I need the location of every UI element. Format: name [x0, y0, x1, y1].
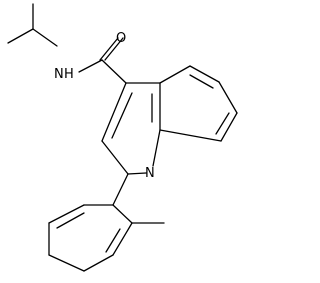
bond-c3-c4 [101, 82, 127, 142]
atom-oxygen: O [116, 31, 126, 46]
bond-c4a-c5 [159, 65, 191, 84]
bond-c6-c7 [218, 81, 238, 114]
bond-aryl-inner-a [105, 228, 121, 253]
bond-carbonyl-c4 [101, 59, 127, 84]
atom-ring-nitrogen: N [145, 166, 155, 181]
bond-c7-c8-inner [215, 112, 230, 135]
atom-labels: O N H N [54, 31, 155, 181]
bond-isopropyl-ch-n [32, 28, 58, 47]
bond-n-c2 [127, 172, 147, 175]
atom-amide-nitrogen: N [54, 67, 64, 82]
molecule-structure: O N H N [7, 3, 238, 272]
bond-n-carbonyl [78, 59, 103, 73]
bond-isopropyl-methyl-left [7, 28, 34, 44]
bond-c8a-n [152, 129, 161, 167]
bond-c5-c6-inner [189, 74, 214, 89]
bond-aryl-c6-c1 [48, 204, 85, 224]
atom-amide-hydrogen: H [64, 67, 74, 82]
bond-aryl-c2-c3 [112, 222, 133, 256]
bond-carbonyl-oxygen-b [104, 37, 124, 61]
bond-aryl-c3-c4 [83, 254, 114, 272]
bond-c3-c4-inner [111, 92, 133, 139]
bond-c7-c8 [220, 112, 238, 142]
bond-aryl-inner-b [56, 212, 85, 229]
bond-c2-aryl [112, 173, 129, 206]
bond-lines [7, 3, 238, 272]
bond-carbonyl-oxygen-a [99, 37, 119, 61]
bond-c5-c6 [189, 65, 220, 83]
bond-c2-c3 [101, 140, 129, 175]
bond-aryl-c4-c5 [48, 254, 85, 272]
bond-aryl-c1-c2 [112, 204, 133, 224]
bond-c8-c8a [159, 129, 222, 142]
